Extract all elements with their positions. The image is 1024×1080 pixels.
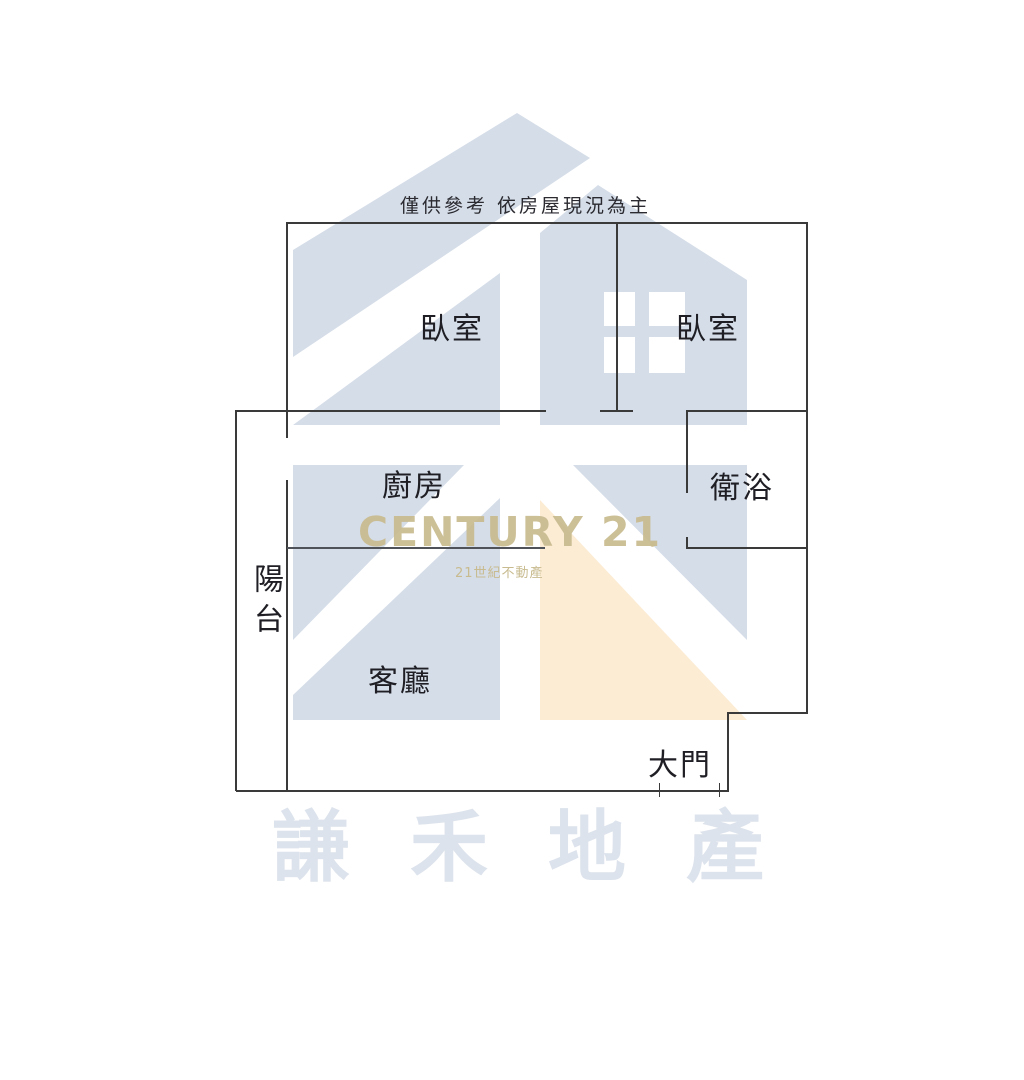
company-char-1: 謙 — [272, 803, 351, 893]
wall-bathroom-left-upper — [686, 410, 688, 493]
wall-bathroom-bottom — [687, 547, 807, 549]
wall-step — [728, 712, 808, 714]
company-char-3: 地 — [548, 803, 627, 893]
century21-subtitle: 21世紀不動產 — [455, 566, 544, 581]
wall-inner-left-upper — [286, 222, 288, 438]
label-kitchen: 廚房 — [382, 469, 446, 504]
label-main-door: 大門 — [648, 748, 712, 783]
wall-inner-left-lower — [286, 480, 288, 791]
label-living-room: 客廳 — [368, 664, 432, 699]
wall-bottom — [236, 790, 729, 792]
label-bedroom-left: 臥室 — [420, 312, 484, 347]
wall-bathroom-top — [687, 410, 807, 412]
door-tick-left — [659, 783, 661, 797]
company-char-2: 禾 — [410, 803, 489, 893]
registered-mark-icon — [650, 542, 655, 547]
label-balcony: 陽台 — [248, 563, 283, 643]
wall-step-vertical — [727, 712, 729, 791]
wall-right — [806, 222, 808, 713]
wall-bathroom-left-lower — [686, 537, 688, 549]
label-bedroom-right: 臥室 — [676, 312, 740, 347]
wall-kitchen-living — [287, 547, 545, 549]
century21-logo: CENTURY 21 — [358, 508, 663, 556]
disclaimer-text: 僅供參考 依房屋現況為主 — [400, 195, 652, 217]
door-tick-right — [719, 783, 721, 797]
wall-bedroom-bottom-left — [236, 410, 546, 412]
company-char-4: 產 — [686, 803, 765, 893]
wall-bedroom-divider — [616, 222, 618, 411]
label-bathroom: 衛浴 — [710, 471, 774, 506]
wall-top — [287, 222, 808, 224]
wall-balcony-left — [235, 410, 237, 791]
